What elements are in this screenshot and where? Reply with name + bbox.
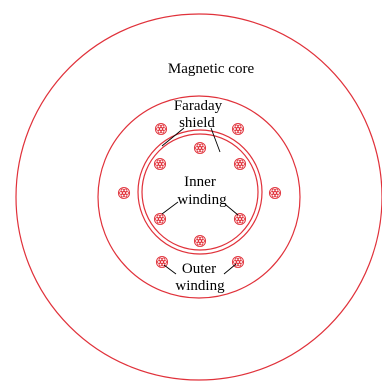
inner-winding-leader-right [225, 204, 239, 216]
outer-winding-label-line1: Outer [182, 261, 216, 277]
inner-winding-leader-left [161, 201, 179, 215]
outer-winding-ring [97, 95, 301, 299]
magnetic-core-ring [15, 13, 382, 381]
inner-winding-conductor-icon [233, 212, 247, 226]
inner-winding-conductor-icon [193, 141, 207, 155]
inner-winding-conductor-icon [153, 212, 167, 226]
inner-winding-label-line2: winding [177, 192, 227, 208]
inner-winding-conductor-icon [233, 157, 247, 171]
faraday-shield-leader-right [210, 127, 221, 153]
outer-winding-conductor-icon [117, 186, 131, 200]
inner-winding-label-line1: Inner [184, 174, 216, 190]
outer-winding-conductor-icon [231, 255, 245, 269]
outer-winding-label-line2: winding [175, 278, 225, 294]
faraday-shield-label-line1: Faraday [174, 98, 223, 114]
outer-winding-conductor-icon [268, 186, 282, 200]
inner-winding-conductor-icon [193, 234, 207, 248]
outer-winding-conductor-icon [231, 122, 245, 136]
inner-winding-conductor-icon [153, 157, 167, 171]
faraday-shield-inner-ring [141, 133, 259, 251]
outer-winding-conductor-icon [154, 122, 168, 136]
faraday-shield-label-line2: shield [179, 115, 215, 131]
outer-winding-leader-right [223, 263, 237, 275]
outer-winding-conductor-icon [155, 255, 169, 269]
faraday-shield-outer-ring [137, 129, 263, 255]
conductor-group [117, 122, 282, 269]
outer-winding-leader-left [163, 264, 177, 275]
magnetic-core-label: Magnetic core [168, 61, 255, 77]
faraday-shield-leader-left [161, 127, 185, 147]
